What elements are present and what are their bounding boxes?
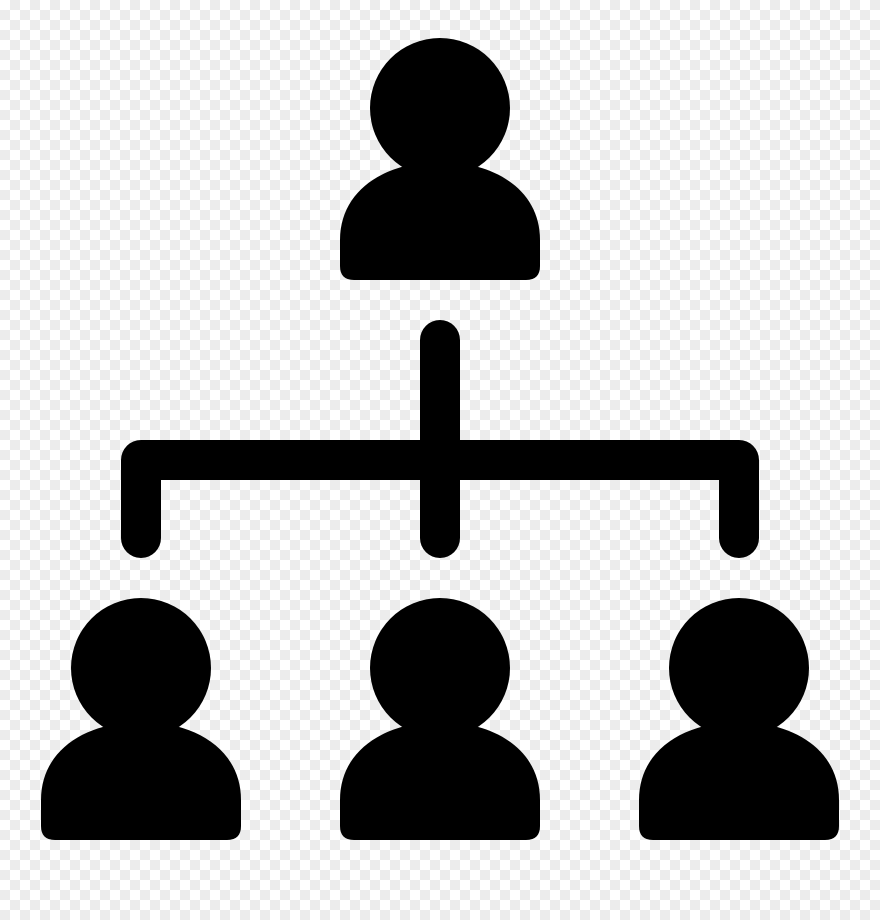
subordinate-middle-person-icon xyxy=(340,598,540,840)
connector-bar xyxy=(121,440,759,558)
manager-person-icon xyxy=(340,38,540,280)
subordinate-right-person-icon xyxy=(639,598,839,840)
hierarchy-connector xyxy=(121,320,759,558)
subordinate-left-person-icon xyxy=(41,598,241,840)
